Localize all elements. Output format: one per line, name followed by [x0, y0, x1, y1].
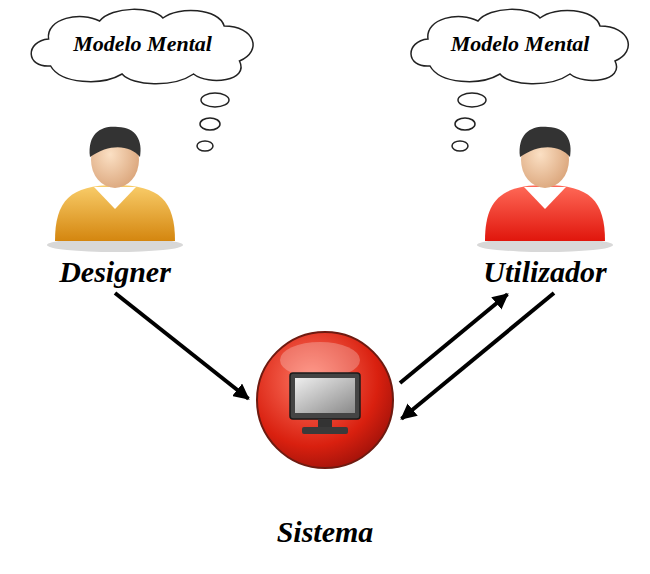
text-group: Modelo Mental — [400, 6, 640, 86]
cloud-label: Modelo Mental — [451, 31, 590, 57]
thought-cloud: Modelo Mental — [400, 6, 640, 86]
node-label: Utilizador — [483, 255, 606, 289]
node-label: Sistema — [277, 515, 374, 549]
person-icon — [455, 105, 635, 255]
person-icon — [30, 105, 200, 255]
system-node: Sistema — [250, 325, 400, 553]
text-group: Designer — [30, 105, 200, 293]
person-node: Designer — [30, 105, 200, 293]
text-group: Utilizador — [455, 105, 635, 293]
person-node: Utilizador — [455, 105, 635, 293]
thought-cloud: Modelo Mental — [20, 6, 265, 86]
thought-dot — [200, 118, 220, 130]
thought-dot — [197, 141, 213, 151]
text-group: Modelo Mental — [20, 6, 265, 86]
cloud-label: Modelo Mental — [73, 31, 212, 57]
thought-dot — [455, 118, 475, 130]
node-label: Designer — [59, 255, 171, 289]
arrow-connector — [115, 293, 248, 399]
thought-dot — [201, 93, 229, 107]
computer-icon — [250, 325, 400, 475]
text-group: Sistema — [250, 325, 400, 553]
arrow-connector — [402, 293, 554, 419]
thought-dot — [458, 93, 486, 107]
thought-dot — [452, 141, 468, 151]
arrow-connector — [400, 294, 507, 383]
